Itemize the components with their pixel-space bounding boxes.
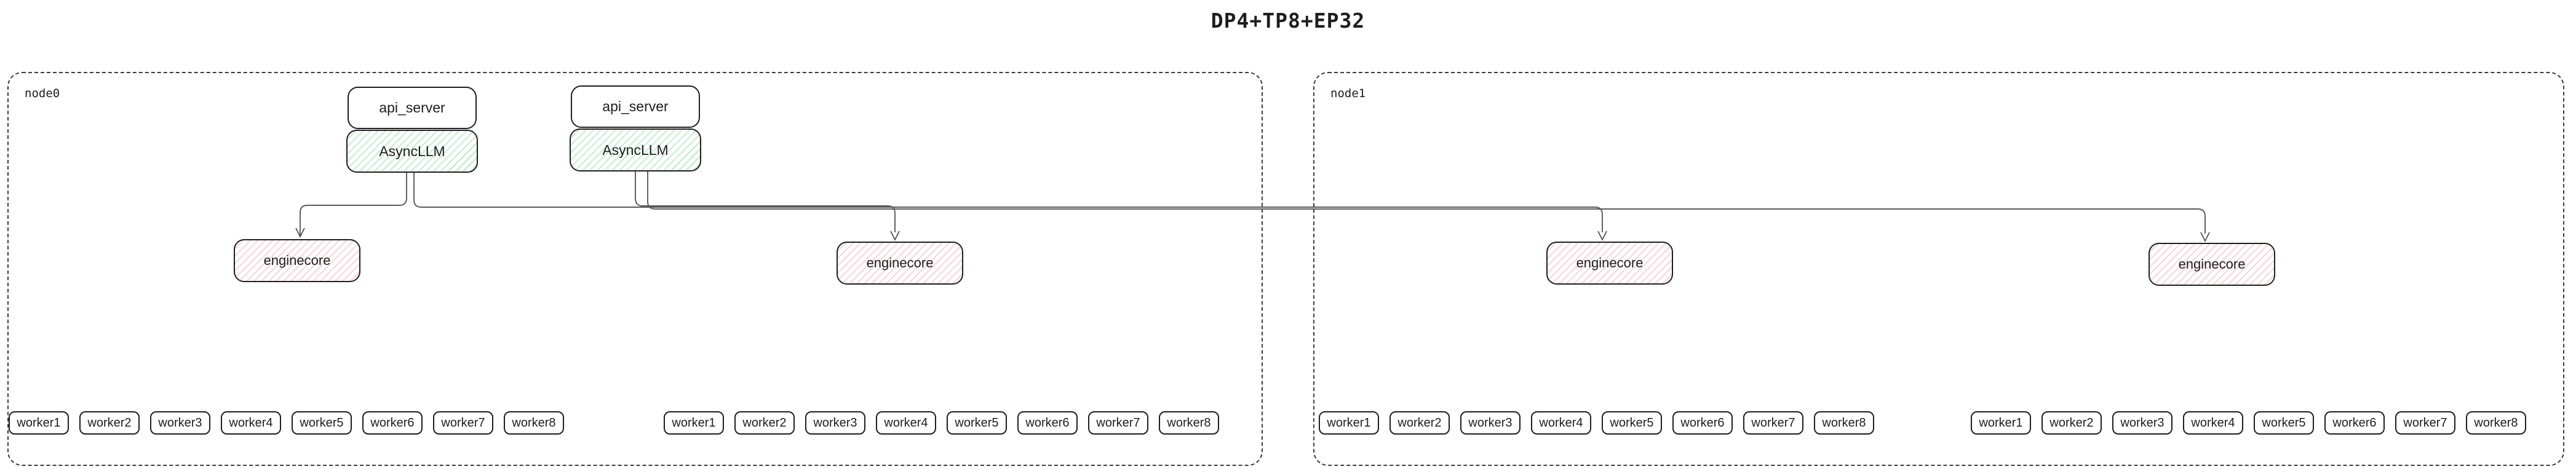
worker-box: worker5	[1602, 411, 1662, 435]
worker-box: worker6	[362, 411, 423, 435]
worker-box: worker5	[2254, 411, 2314, 435]
enginecore-box: enginecore	[1546, 242, 1673, 285]
worker-box: worker2	[79, 411, 140, 435]
worker-box: worker7	[2395, 411, 2455, 435]
worker-box: worker4	[1531, 411, 1591, 435]
worker-box: worker8	[504, 411, 564, 435]
enginecore-box: enginecore	[837, 242, 963, 285]
worker-group: worker1 worker2 worker3 worker4 worker5 worke…	[1971, 411, 2526, 435]
worker-box: worker6	[1017, 411, 1078, 435]
worker-group: worker1 worker2 worker3 worker4 worker5 worke…	[1319, 411, 1874, 435]
node1-container: node1	[1313, 72, 2564, 466]
worker-box: worker3	[805, 411, 865, 435]
worker-box: worker4	[2183, 411, 2243, 435]
worker-box: worker5	[947, 411, 1007, 435]
worker-box: worker7	[1088, 411, 1148, 435]
worker-box: worker1	[1971, 411, 2031, 435]
worker-box: worker8	[1159, 411, 1219, 435]
worker-box: worker7	[433, 411, 493, 435]
api-server-box: api_server	[571, 85, 700, 128]
enginecore-box: enginecore	[234, 239, 360, 282]
worker-box: worker2	[1389, 411, 1450, 435]
node0-container: node0	[7, 72, 1263, 466]
worker-box: worker5	[292, 411, 352, 435]
worker-box: worker2	[2041, 411, 2102, 435]
node1-label: node1	[1330, 87, 1366, 100]
worker-group: worker1 worker2 worker3 worker4 worker5 worke…	[664, 411, 1219, 435]
worker-box: worker1	[664, 411, 724, 435]
worker-box: worker8	[2466, 411, 2526, 435]
worker-box: worker7	[1743, 411, 1803, 435]
worker-box: worker3	[2112, 411, 2173, 435]
asyncllm-box: AsyncLLM	[346, 130, 478, 173]
worker-box: worker4	[876, 411, 936, 435]
worker-box: worker1	[9, 411, 69, 435]
api-server-box: api_server	[348, 87, 477, 129]
worker-box: worker4	[221, 411, 281, 435]
worker-box: worker3	[1460, 411, 1521, 435]
worker-box: worker8	[1814, 411, 1874, 435]
node0-label: node0	[25, 87, 60, 100]
worker-box: worker6	[1672, 411, 1733, 435]
asyncllm-box: AsyncLLM	[570, 128, 701, 171]
worker-box: worker3	[150, 411, 210, 435]
enginecore-box: enginecore	[2149, 243, 2275, 286]
worker-box: worker6	[2324, 411, 2385, 435]
diagram-title: DP4+TP8+EP32	[1210, 9, 1366, 33]
worker-group: worker1 worker2 worker3 worker4 worker5 worke…	[9, 411, 564, 435]
worker-box: worker2	[734, 411, 795, 435]
worker-box: worker1	[1319, 411, 1379, 435]
